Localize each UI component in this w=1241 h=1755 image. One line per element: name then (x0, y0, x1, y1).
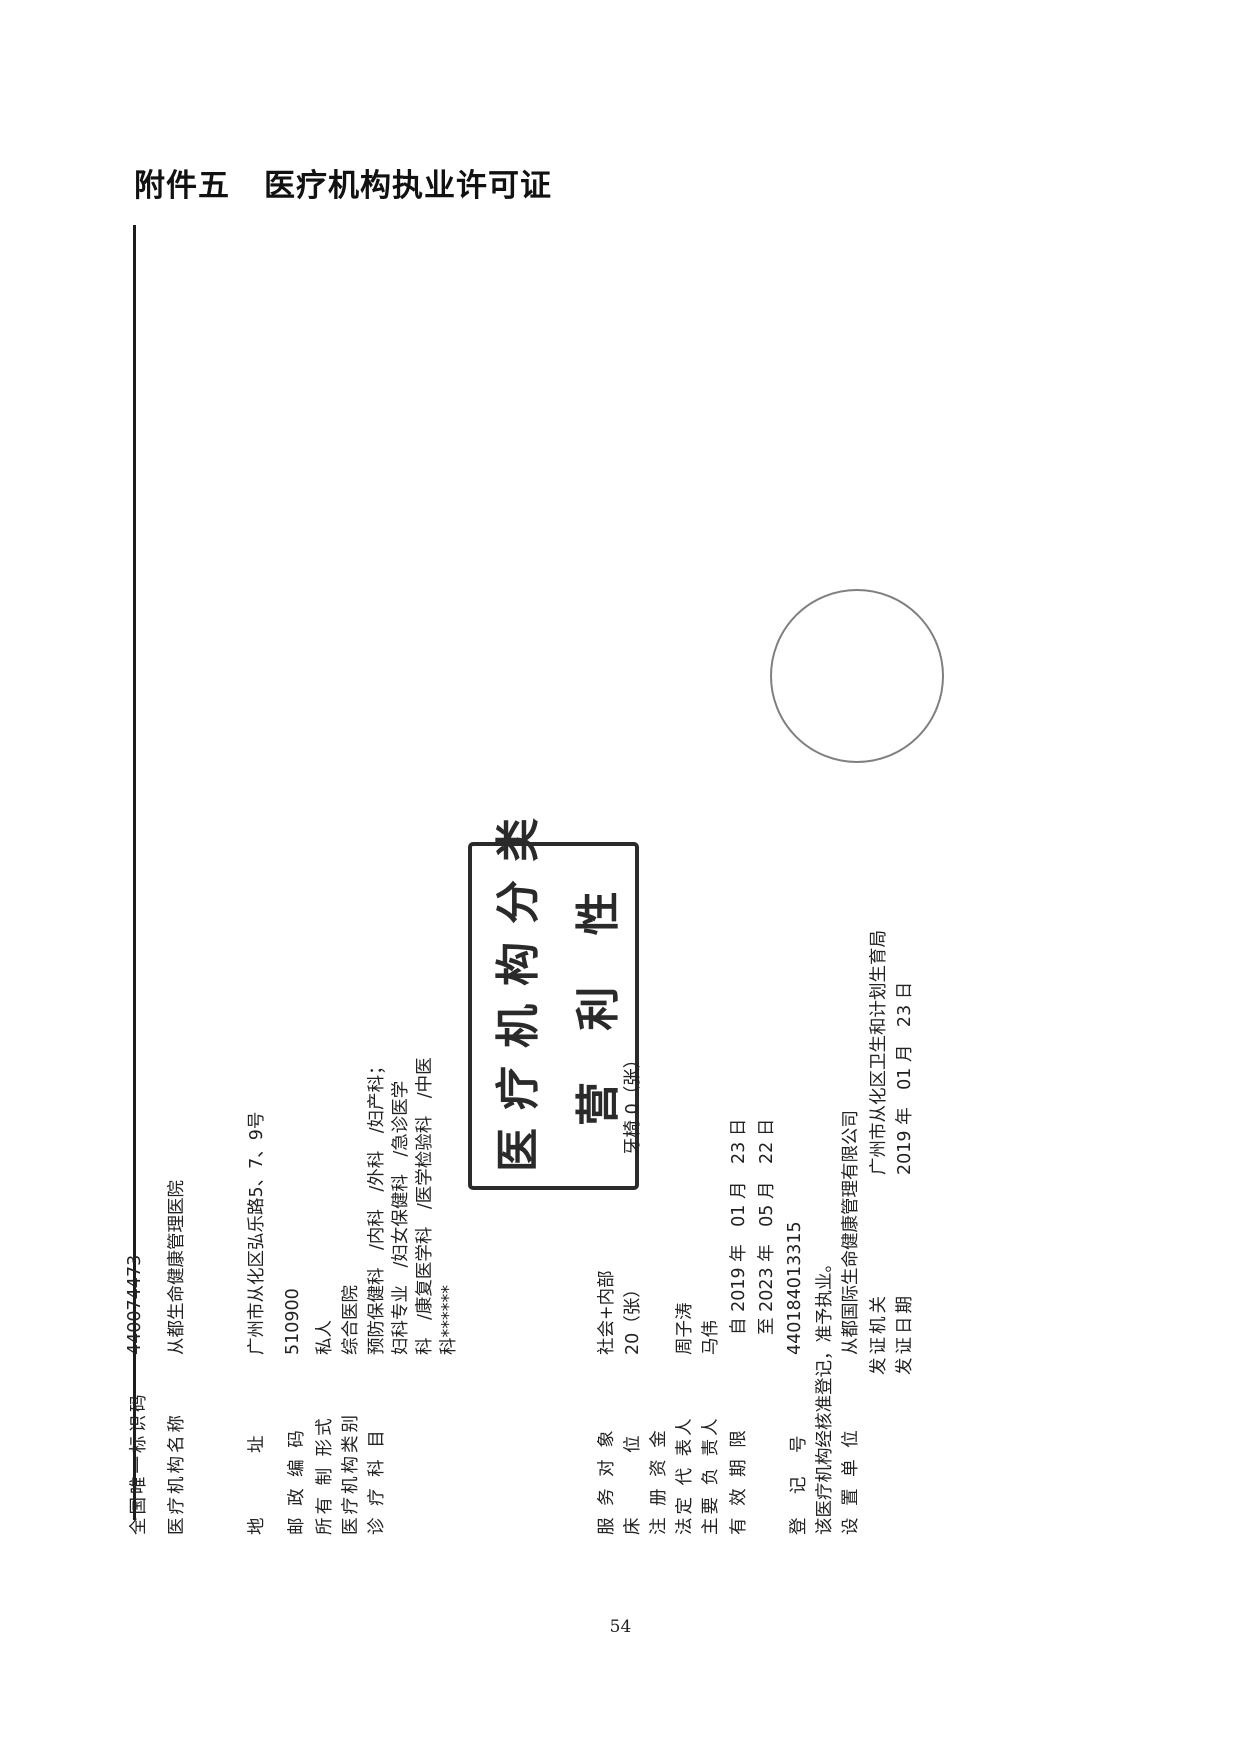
field-value-postcode: 510900 (283, 1288, 303, 1355)
field-value-beds: 20（张） (623, 1280, 643, 1355)
classification-stamp: 医疗机构分类 营 利 性 (468, 800, 639, 1190)
field-label-establisher: 设 置 单 位 (841, 1427, 861, 1535)
field-value-category: 综合医院 (341, 1285, 361, 1355)
field-label-departments: 诊 疗 科 目 (367, 1427, 387, 1535)
field-value-legal-rep: 周子涛 (675, 1302, 695, 1356)
field-value-id: 440074473 (125, 1254, 145, 1355)
departments-line-4: 科****** (439, 1285, 459, 1355)
field-label-category: 医疗机构类别 (341, 1412, 361, 1535)
departments-line-2: 妇科专业 /妇女保健科 /急诊医学 (391, 1080, 411, 1355)
approval-note: 该医疗机构经核准登记，准予执业。 (815, 1255, 835, 1535)
field-label-validity: 有 效 期 限 (729, 1427, 749, 1535)
field-value-issuer: 广州市从化区卫生和计划生育局 (869, 930, 889, 1175)
field-label-name: 医疗机构名称 (167, 1412, 187, 1535)
page-number: 54 (609, 1617, 632, 1637)
field-label-registration: 登 记 号 (789, 1432, 809, 1536)
field-value-departments: 预防保健科 /内科 /外科 /妇产科； (367, 1057, 387, 1355)
field-label-beds: 床 位 (623, 1432, 643, 1536)
field-value-establisher: 从都国际生命健康管理有限公司 (841, 1110, 861, 1355)
field-label-service: 服 务 对 象 (597, 1427, 617, 1535)
stamp-line-2: 营 利 性 (573, 873, 624, 1126)
field-value-principal: 马伟 (701, 1320, 721, 1355)
official-seal (770, 589, 944, 763)
scan-border-line (133, 225, 136, 1520)
field-label-issue-date: 发证日期 (895, 1293, 915, 1375)
stamp-line-1: 医疗机构分类 (493, 800, 544, 1172)
field-label-ownership: 所有 制 形式 (315, 1415, 335, 1535)
field-value-name: 从都生命健康管理医院 (167, 1180, 187, 1355)
field-label-legal-rep: 法定 代 表人 (675, 1415, 695, 1535)
departments-line-3: 科 /康复医学科 /医学检验科 /中医 (415, 1057, 435, 1355)
field-value-dental-chairs: 牙椅 0（张） (623, 1050, 643, 1155)
field-label-issuer: 发证机关 (869, 1293, 889, 1375)
license-certificate: 全国唯一标识码 440074473 医疗机构名称 从都生命健康管理医院 地 址 … (125, 535, 1075, 1535)
field-value-ownership: 私人 (315, 1320, 335, 1355)
field-value-service: 社会+内部 (597, 1270, 617, 1355)
field-label-capital: 注 册 资 金 (649, 1427, 669, 1535)
annex-label: 附件五 (134, 168, 230, 204)
field-label-postcode: 邮 政 编 码 (287, 1427, 307, 1535)
field-label-principal: 主要 负 责人 (701, 1415, 721, 1535)
page-title: 附件五医疗机构执业许可证 (134, 160, 552, 205)
validity-from: 自 2019 年 01 月 23 日 (729, 1118, 749, 1335)
field-label-address: 地 址 (247, 1432, 267, 1536)
field-label-id: 全国唯一标识码 (129, 1391, 149, 1536)
validity-to: 至 2023 年 05 月 22 日 (757, 1118, 777, 1335)
field-value-issue-date: 2019 年 01 月 23 日 (895, 981, 915, 1175)
field-value-registration: 440184013315 (785, 1221, 805, 1355)
field-value-address: 广州市从化区弘乐路5、7、9号 (247, 1111, 267, 1355)
document-name: 医疗机构执业许可证 (264, 168, 552, 204)
